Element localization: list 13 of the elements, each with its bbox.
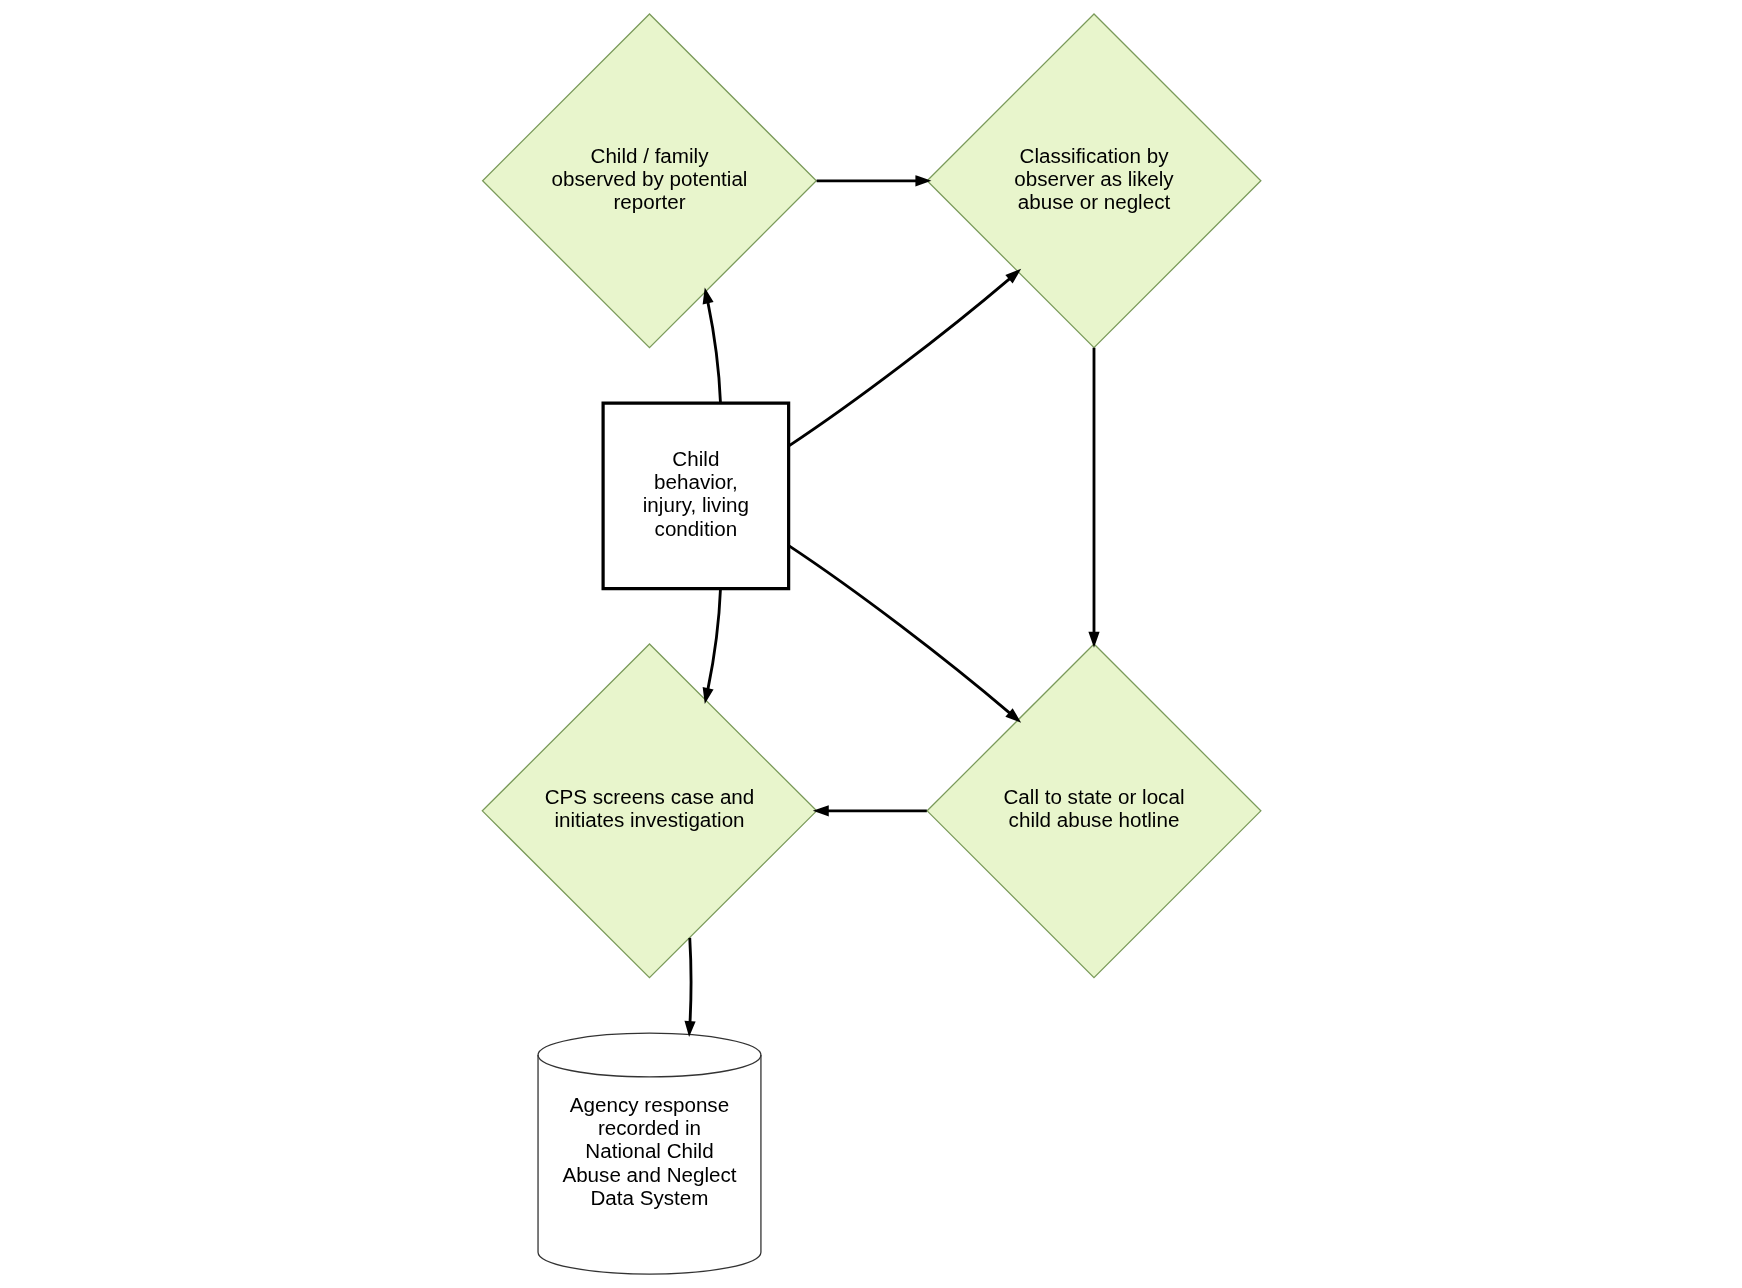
node-diamond: CPS screens case and initiates investigation (480, 643, 818, 979)
node-diamond: Call to state or local child abuse hotline (925, 643, 1262, 979)
arrow (812, 805, 927, 817)
arrow (816, 175, 931, 187)
arrow (787, 544, 1021, 723)
arrow (787, 268, 1021, 448)
node-diamond: Classification by observer as likely abuse or neglect (925, 13, 1262, 349)
arrow (702, 588, 722, 704)
arrow (702, 287, 722, 403)
node-diamond: Child / family observed by potential reporter (481, 13, 817, 349)
arrow (1087, 347, 1100, 648)
node-box: Child behavior, injury, living condition (601, 401, 790, 591)
arrow (683, 937, 696, 1038)
